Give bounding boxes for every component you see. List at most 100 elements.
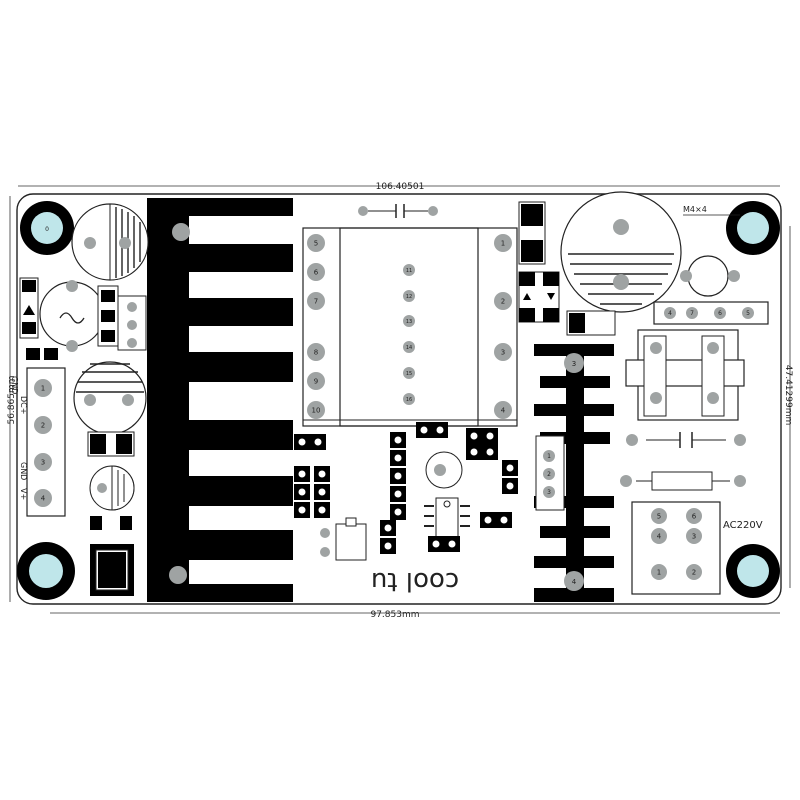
smd-pad-hole	[298, 488, 306, 496]
dimension-right: 47.41299mm	[783, 226, 793, 588]
pad-label: 11	[406, 268, 412, 274]
pad	[543, 450, 555, 462]
pad	[307, 292, 325, 310]
mount-hole-bottom-right	[726, 544, 780, 598]
smd-pad-hole	[432, 540, 440, 548]
header-3pin	[97, 285, 147, 351]
pad-label: 2	[41, 421, 45, 429]
dimension-bottom: 97.853mm	[50, 610, 780, 620]
pad-label: 5	[746, 310, 750, 317]
pad	[403, 290, 415, 302]
pad-label: 8	[314, 348, 318, 356]
diode-pair	[518, 271, 560, 323]
pad-label: 2	[547, 471, 551, 478]
pad	[403, 341, 415, 353]
electrolytic-capacitor-right	[560, 191, 682, 313]
smd-pad-hole	[500, 516, 508, 524]
label-dc-plus: DC+	[19, 396, 28, 414]
pad	[664, 307, 676, 319]
pad	[494, 401, 512, 419]
pad-label: 3	[41, 458, 45, 466]
capacitor-small-mid	[425, 451, 463, 489]
capacitor-top	[358, 204, 438, 218]
smd-capacitor	[518, 201, 546, 265]
left-copper-pour	[147, 198, 293, 602]
pad	[494, 343, 512, 361]
pad	[742, 307, 754, 319]
hole-label: 0	[45, 226, 49, 233]
pad-label: 14	[406, 345, 412, 351]
smd-pad-hole	[484, 516, 492, 524]
pad	[307, 401, 325, 419]
ac-input-label: AC220V	[723, 520, 763, 531]
pad	[651, 508, 667, 524]
pad-label: 1	[41, 384, 45, 392]
smd-left-pair	[26, 348, 58, 360]
pad-label: 3	[501, 348, 505, 356]
pad	[34, 453, 52, 471]
pad	[494, 234, 512, 252]
pad-label: 1	[657, 568, 661, 576]
dimension-left: 56.865mm	[7, 196, 17, 602]
pad	[543, 468, 555, 480]
pad-label: 5	[657, 512, 661, 520]
pad-label: 4	[41, 494, 46, 502]
pad-label: 16	[406, 397, 412, 403]
capacitor-small-round	[680, 255, 740, 297]
board-name: cool tu	[371, 566, 459, 596]
capacitor-small-left	[89, 465, 135, 511]
pad-label: 7	[690, 310, 694, 317]
smd-resistor	[566, 310, 616, 336]
smd-pad-hole	[470, 448, 478, 456]
smd-pad-hole	[506, 482, 514, 490]
pad-label: 9	[314, 377, 318, 385]
dimension-right-label: 47.41299mm	[783, 365, 793, 425]
transformer	[302, 227, 518, 427]
pad	[307, 234, 325, 252]
pad	[307, 343, 325, 361]
smd-pad-grid	[294, 422, 518, 554]
pad-label: 5	[314, 239, 318, 247]
smd-pad-hole	[384, 542, 392, 550]
pad	[686, 307, 698, 319]
mount-hole-top-left: 0	[20, 201, 74, 255]
pad	[543, 486, 555, 498]
smd-left	[19, 277, 39, 339]
pad	[714, 307, 726, 319]
smd-pad-hole	[486, 448, 494, 456]
electrolytic-capacitor-left	[71, 203, 149, 281]
label-gnd-out: GND	[10, 376, 19, 394]
pad-label: 4	[668, 310, 672, 317]
smd-pad-hole	[394, 490, 402, 498]
smd-pad-hole	[318, 506, 326, 514]
smd-pad-hole	[394, 436, 402, 444]
smd-pad-hole	[394, 472, 402, 480]
smd-pad-hole	[298, 470, 306, 478]
pad-label: 1	[547, 453, 551, 460]
pad-label: 7	[314, 297, 318, 305]
pad	[34, 416, 52, 434]
smd-pad-hole	[506, 464, 514, 472]
mount-hole-label: M4×4	[683, 205, 707, 214]
pad	[172, 223, 190, 241]
pad-label: 15	[406, 371, 412, 377]
smd-pad-hole	[394, 454, 402, 462]
mount-hole-bottom-left	[17, 542, 75, 600]
smd-vertical	[87, 431, 135, 457]
smd-pad-hole	[298, 438, 306, 446]
pad	[686, 528, 702, 544]
fuse	[620, 471, 746, 491]
pad	[34, 489, 52, 507]
electrolytic-capacitor-mid-left	[73, 361, 147, 435]
dimension-bottom-label: 97.853mm	[370, 610, 419, 620]
pad-label: 1	[501, 239, 505, 247]
smd-pad-hole	[318, 470, 326, 478]
smd-pad-hole	[314, 438, 322, 446]
pad	[651, 564, 667, 580]
pad-label: 6	[314, 268, 319, 276]
pad-label: 13	[406, 319, 412, 325]
smd-pad-hole	[298, 506, 306, 514]
